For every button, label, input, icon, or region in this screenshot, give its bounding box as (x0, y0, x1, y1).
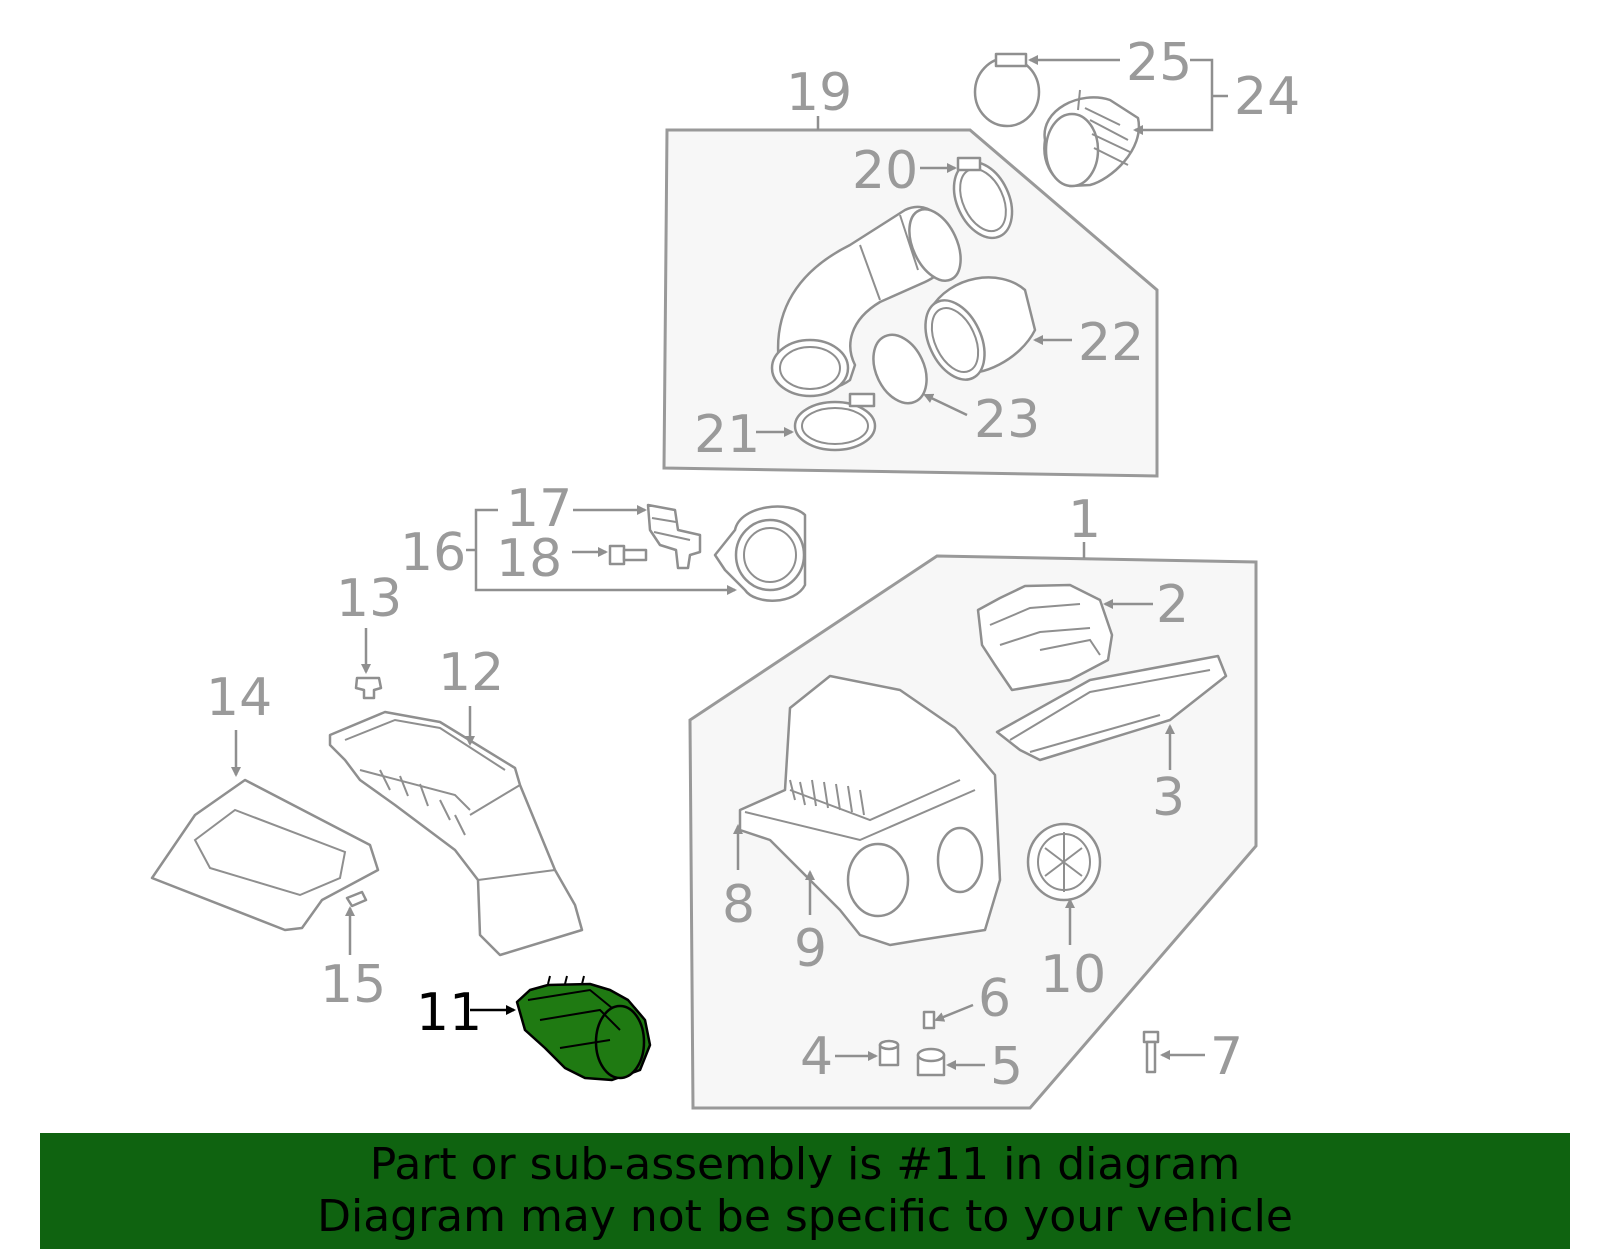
banner-line-disclaimer: Diagram may not be specific to your vehi… (317, 1191, 1293, 1242)
clip-part-15[interactable] (345, 890, 368, 908)
grommet-part-5[interactable] (916, 1047, 946, 1077)
grommet-part-4[interactable] (878, 1039, 900, 1067)
callout-4: 4 (800, 1027, 833, 1087)
leader-lines (231, 55, 1228, 1070)
callout-8: 8 (722, 875, 755, 935)
callout-21: 21 (694, 405, 760, 465)
callout-11: 11 (416, 983, 482, 1043)
sleeve-part-22[interactable] (914, 276, 1037, 389)
insert-part-6[interactable] (922, 1010, 936, 1030)
callout-12: 12 (438, 643, 504, 703)
callout-20: 20 (852, 141, 918, 201)
callout-5: 5 (990, 1037, 1023, 1097)
callout-15: 15 (320, 955, 386, 1015)
ring-part-23[interactable] (863, 326, 937, 412)
clamp-part-25[interactable] (973, 52, 1041, 128)
callout-18: 18 (496, 529, 562, 589)
sensor-housing-part-24[interactable] (1043, 89, 1141, 188)
clamp-part-21[interactable] (793, 392, 877, 452)
air-cleaner-housing-part-9[interactable] (738, 674, 1002, 947)
callout-1: 1 (1068, 490, 1101, 550)
callout-3: 3 (1152, 768, 1185, 828)
highlighted-part-11[interactable] (515, 975, 652, 1082)
callout-6: 6 (978, 969, 1011, 1029)
info-banner: Part or sub-assembly is #11 in diagram D… (40, 1133, 1570, 1249)
clip-part-13[interactable] (354, 676, 383, 700)
cover-part-2[interactable] (976, 583, 1114, 692)
callout-16: 16 (400, 523, 466, 583)
callout-23: 23 (974, 390, 1040, 450)
cover-part-14[interactable] (150, 778, 380, 932)
bolt-part-7[interactable] (1142, 1030, 1160, 1074)
screw-part-18[interactable] (608, 544, 648, 566)
callout-22: 22 (1078, 313, 1144, 373)
callout-labels: 1 2 3 4 5 6 7 8 9 10 11 12 13 14 15 16 1… (206, 33, 1300, 1097)
inlet-duct-part-12[interactable] (328, 710, 584, 957)
callout-19: 19 (786, 63, 852, 123)
callout-14: 14 (206, 668, 272, 728)
callout-7: 7 (1210, 1027, 1243, 1087)
callout-2: 2 (1156, 575, 1189, 635)
callout-10: 10 (1040, 945, 1106, 1005)
sensor-part-17[interactable] (646, 503, 702, 570)
callout-25: 25 (1126, 33, 1192, 93)
clamp-part-20[interactable] (943, 153, 1024, 247)
filter-element-part-3[interactable] (995, 654, 1228, 762)
airflow-sensor-part-16[interactable] (713, 505, 807, 602)
callout-9: 9 (794, 919, 827, 979)
resonator-part-10[interactable] (1026, 822, 1102, 902)
intake-duct-part-19[interactable] (770, 201, 971, 398)
callout-13: 13 (336, 569, 402, 629)
callout-17: 17 (506, 479, 572, 539)
banner-line-part: Part or sub-assembly is #11 in diagram (369, 1139, 1241, 1190)
callout-24: 24 (1234, 67, 1300, 127)
